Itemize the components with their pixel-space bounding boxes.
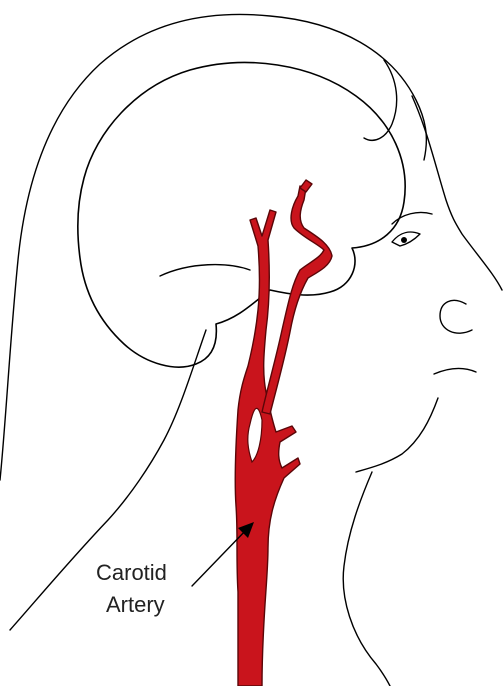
brain-shape [78, 62, 405, 367]
neck-front-outline [343, 472, 390, 686]
carotid-artery-trunk [235, 210, 300, 686]
carotid-label-line2: Artery [106, 592, 165, 617]
eye-pupil [401, 237, 407, 243]
carotid-label-line1: Carotid [96, 560, 167, 585]
neck-back-outline [10, 330, 206, 630]
brain-fold [160, 265, 250, 276]
ear-outline [364, 60, 397, 140]
nose-outline [440, 300, 472, 333]
jaw-outline [356, 398, 438, 472]
lip-line [434, 368, 476, 374]
